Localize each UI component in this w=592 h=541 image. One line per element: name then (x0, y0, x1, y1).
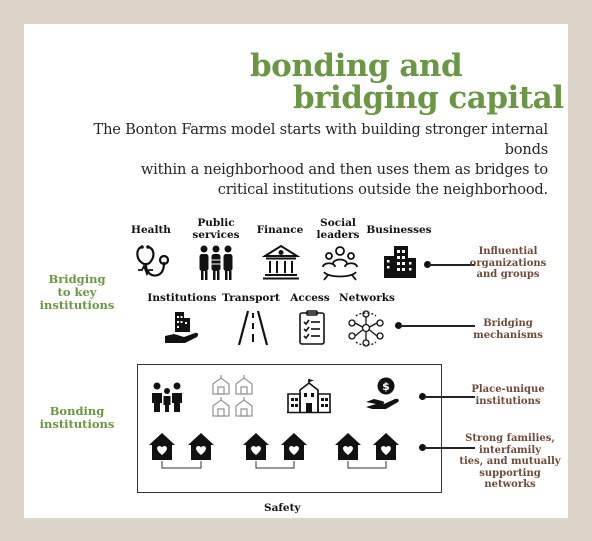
connector-line-families (424, 447, 475, 449)
buildings-icon (384, 246, 416, 278)
family-icon (152, 382, 182, 412)
label-public-services: Public services (192, 217, 239, 241)
right-label-influential-line-1: Influential (478, 246, 538, 257)
right-label-strong-families: Strong families, interfamily ties, and m… (459, 433, 560, 491)
right-label-place-unique: Place-unique institutions (471, 384, 544, 407)
connector-line-influential (429, 264, 475, 266)
side-label-bonding: Bonding institutions (40, 405, 115, 431)
churches-icon (212, 375, 253, 417)
svg-text:$: $ (382, 380, 390, 393)
label-transport: Transport (222, 292, 280, 304)
side-label-bridging-line-1: Bridging (48, 272, 106, 286)
connector-dot-influential (424, 261, 431, 268)
label-social-leaders: Social leaders (317, 217, 360, 241)
side-label-bridging: Bridging to key institutions (40, 273, 115, 312)
side-label-bonding-line-2: institutions (39, 417, 115, 431)
right-label-families-line-5: networks (484, 479, 536, 490)
network-icon (348, 310, 384, 347)
infographic-card: bonding and bridging capital The Bonton … (24, 24, 568, 518)
right-label-place-unique-line-2: institutions (475, 395, 541, 407)
side-label-bonding-line-1: Bonding (49, 404, 105, 418)
right-label-place-unique-line-1: Place-unique (471, 384, 545, 395)
subtitle-line-2: within a neighborhood and then uses them… (140, 161, 548, 178)
side-label-bridging-line-2: to key (57, 285, 97, 299)
community-icon (322, 246, 358, 281)
right-label-influential-line-3: and groups (476, 269, 540, 280)
right-label-families-line-3: ties, and mutually (459, 456, 561, 467)
side-label-bridging-line-3: institutions (39, 298, 115, 312)
title-line-2: bridging capital (293, 80, 564, 116)
label-institutions: Institutions (147, 292, 217, 304)
label-finance: Finance (256, 224, 304, 236)
house-heart-icon (373, 433, 399, 460)
road-icon (237, 310, 269, 346)
hand-building-icon (165, 312, 199, 343)
connector-line-place-unique (424, 396, 475, 398)
house-connectors (161, 461, 387, 469)
subtitle: The Bonton Farms model starts with build… (78, 120, 549, 200)
label-networks: Networks (339, 292, 395, 304)
house-heart-icon (335, 433, 361, 460)
right-label-influential-line-2: organizations (469, 257, 547, 269)
hand-money-icon: $ (366, 377, 399, 409)
right-label-bridging-mechanisms: Bridging mechanisms (473, 318, 543, 341)
house-heart-icon (281, 433, 307, 460)
checklist-icon (299, 310, 325, 345)
right-label-families-line-4: supporting (479, 467, 541, 479)
bank-icon (262, 244, 300, 280)
subtitle-line-1: The Bonton Farms model starts with build… (93, 121, 549, 158)
house-heart-icon (188, 433, 214, 460)
school-icon (287, 379, 331, 414)
connector-line-bridging (400, 325, 475, 327)
label-health: Health (131, 224, 171, 236)
label-social-leaders-line-1: Social (320, 217, 356, 229)
right-label-families-line-1: Strong families, (465, 433, 555, 444)
house-heart-icon (149, 433, 175, 460)
right-label-influential: Influential organizations and groups (470, 246, 547, 281)
label-social-leaders-line-2: leaders (316, 229, 360, 241)
connector-dot-place-unique (419, 393, 426, 400)
bonding-box (137, 364, 442, 493)
stethoscope-icon (136, 245, 170, 277)
right-label-bridging-line-1: Bridging (483, 318, 533, 329)
house-heart-icon (243, 433, 269, 460)
label-access: Access (290, 292, 330, 304)
title-line-1: bonding and (250, 48, 463, 84)
label-businesses: Businesses (366, 224, 432, 236)
label-public-services-line-2: services (192, 229, 240, 241)
subtitle-line-3: critical institutions outside the neighb… (217, 181, 548, 198)
label-public-services-line-1: Public (197, 217, 235, 229)
connector-dot-families (419, 444, 426, 451)
footer-safety: Safety (264, 502, 301, 514)
people-group-icon (199, 245, 233, 280)
right-label-bridging-line-2: mechanisms (473, 329, 543, 341)
right-label-families-line-2: interfamily (478, 444, 542, 456)
connector-dot-bridging (395, 322, 402, 329)
